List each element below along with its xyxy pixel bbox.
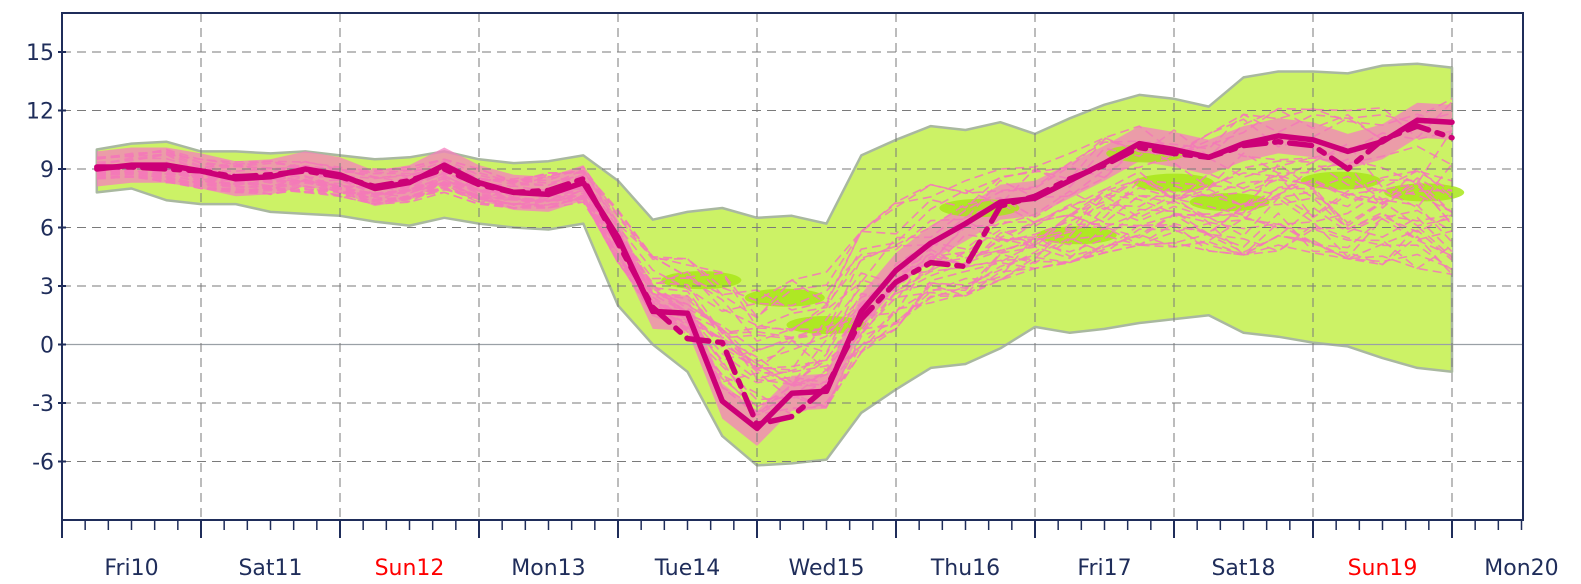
series-line-dashed (94, 123, 1455, 428)
ensemble-core-band (96, 102, 1452, 446)
ensemble-member-line (96, 130, 1453, 343)
x-day-label: Mon20 (1484, 556, 1558, 581)
ensemble-member-line (96, 172, 1453, 416)
grid (62, 13, 1523, 520)
y-tick-label: 3 (40, 275, 54, 300)
y-tick-label: 6 (40, 217, 54, 242)
ensemble-core-blob (744, 288, 825, 307)
ensemble-member-line (96, 161, 1453, 372)
ensemble-member-line (96, 169, 1453, 416)
x-day-label: Sat18 (1211, 556, 1275, 581)
axes (58, 12, 1524, 538)
y-tick-label: 12 (26, 100, 54, 125)
x-day-label: Thu16 (930, 556, 1000, 581)
x-day-label: Tue14 (654, 556, 721, 581)
x-day-label: Fri10 (104, 556, 158, 581)
x-day-label: Sun12 (375, 556, 445, 581)
ensemble-member-line (96, 171, 1453, 408)
ensemble-member-line (96, 172, 1453, 401)
plot-frame (61, 12, 1524, 521)
ensemble-member-line (96, 175, 1453, 414)
y-tick-label: 9 (40, 158, 54, 183)
main-series (94, 117, 1455, 432)
y-tick-label: -6 (32, 451, 54, 476)
ensemble-member-line (96, 163, 1453, 363)
ensemble-member-line (96, 172, 1453, 387)
y-tick-label: -3 (32, 392, 54, 417)
ensemble-core-blob (661, 271, 742, 290)
x-day-label: Fri17 (1077, 556, 1131, 581)
x-day-label: Sun19 (1348, 556, 1418, 581)
y-tick-label: 15 (26, 41, 54, 66)
series-line-solid (94, 117, 1455, 432)
ensemble-member-line (96, 166, 1453, 387)
ensemble-core-blob (1036, 226, 1117, 245)
ensemble-member-line (96, 167, 1453, 370)
x-day-label: Wed15 (789, 556, 865, 581)
x-day-label: Sat11 (238, 556, 302, 581)
x-day-label: Mon13 (511, 556, 585, 581)
y-tick-label: 0 (40, 334, 54, 359)
